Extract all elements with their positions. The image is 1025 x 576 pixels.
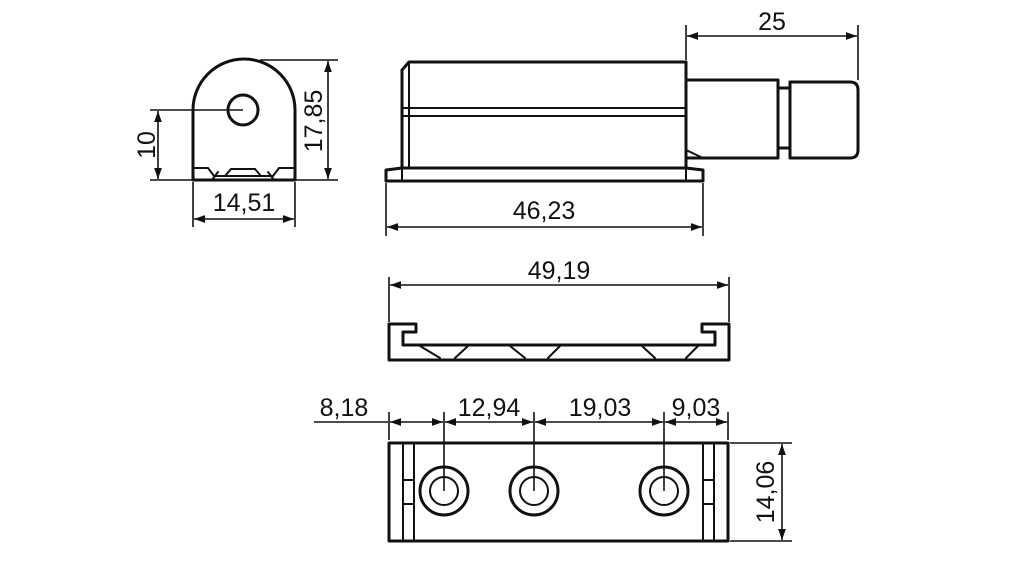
- front-view: [384, 60, 860, 183]
- dim-front-body-length: 46,23: [385, 183, 704, 236]
- label-track-length: 49,19: [528, 257, 591, 285]
- label-base-offset-4: 9,03: [672, 394, 721, 422]
- label-side-width: 14,51: [213, 189, 276, 217]
- label-side-total-height: 17,85: [300, 90, 328, 153]
- base-plate-view: [387, 441, 730, 543]
- dim-base-width: 14,06: [730, 442, 792, 542]
- side-view: [191, 57, 297, 182]
- label-base-offset-2: 12,94: [458, 394, 521, 422]
- dim-side-total-height: 17,85: [260, 59, 338, 181]
- label-base-width: 14,06: [752, 461, 780, 524]
- label-base-offset-1: 8,18: [320, 394, 369, 422]
- dim-base-offsets: 8,18 12,94 19,03 9,03: [314, 394, 729, 491]
- label-base-offset-3: 19,03: [569, 394, 632, 422]
- track-view: [387, 322, 731, 362]
- label-front-plunger-length: 25: [758, 8, 786, 36]
- dim-track-length: 49,19: [388, 257, 730, 322]
- dim-side-width: 14,51: [192, 182, 296, 227]
- dim-front-plunger-length: 25: [685, 8, 859, 80]
- dim-side-hole-height: 10: [133, 109, 243, 181]
- label-front-body-length: 46,23: [513, 197, 576, 225]
- label-side-hole-height: 10: [133, 131, 161, 159]
